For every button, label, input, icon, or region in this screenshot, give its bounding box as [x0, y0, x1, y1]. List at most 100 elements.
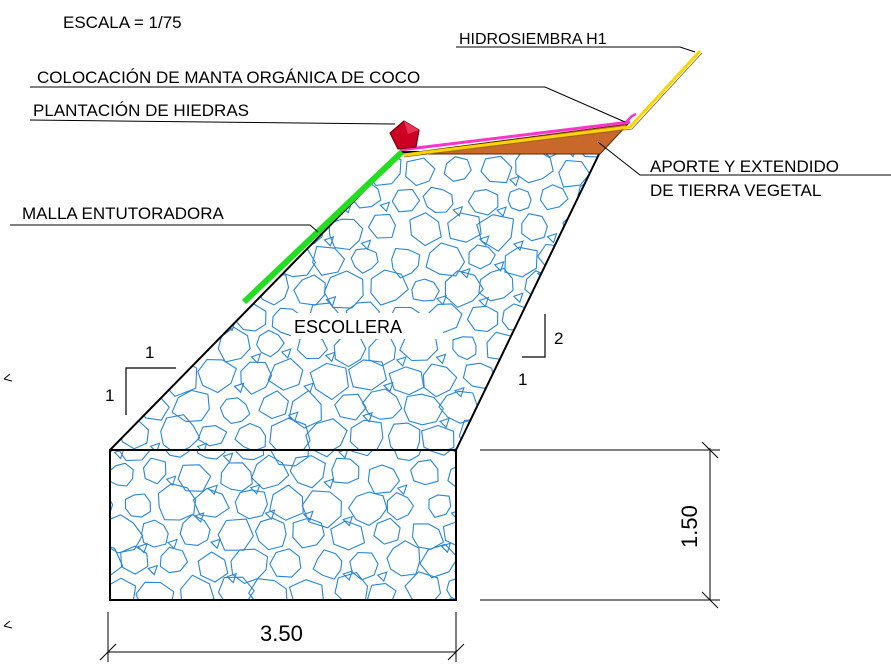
stone-shape [601, 396, 628, 420]
stone-shape [269, 484, 304, 521]
stone-shape [110, 577, 137, 600]
stone-shape [157, 483, 197, 521]
edge-mark-top [3, 373, 11, 380]
stone-shape [515, 448, 549, 450]
stone-shape [138, 156, 167, 182]
dim-width-tick-left [99, 643, 117, 661]
manta-coco-line [399, 120, 631, 152]
stone-shape [142, 457, 167, 485]
tierra-vegetal-wedge [401, 123, 630, 155]
stone-shape [391, 188, 421, 213]
slope-left-vertical: 1 [105, 386, 114, 405]
stone-shape [373, 517, 401, 545]
stone-shape [349, 419, 384, 450]
stone-shape [160, 414, 201, 450]
label-malla: MALLA ENTUTORADORA [22, 204, 225, 223]
stone-shape [386, 540, 421, 577]
stone-shape [367, 464, 401, 495]
stone-shape [478, 267, 514, 302]
stone-shape [348, 491, 388, 526]
stone-shape [428, 303, 463, 334]
stone-shape [597, 277, 600, 302]
escollera-hatch-upper [110, 152, 654, 481]
escollera-hatch-base [110, 450, 503, 642]
stone-shape [236, 247, 269, 279]
stone-shape [270, 450, 309, 467]
hidrosiembra-line [403, 49, 702, 157]
stone-shape [480, 155, 513, 184]
stone-shape [611, 185, 646, 217]
stone-chip [303, 382, 314, 394]
stone-chip [323, 478, 335, 490]
stone-shape [599, 216, 600, 247]
stone-chip [342, 570, 354, 581]
stone-chip [196, 442, 208, 450]
hiedra-marker-shade [404, 121, 419, 134]
stone-chip [379, 201, 391, 213]
stone-chip [612, 269, 621, 278]
stone-shape [507, 188, 532, 212]
stone-shape [260, 211, 293, 242]
stone-shape [580, 248, 600, 277]
stone-shape [252, 155, 286, 181]
stone-chip [608, 441, 617, 450]
stone-shape [110, 462, 134, 487]
stone-chip [170, 356, 182, 368]
malla-entutoradora-line [241, 149, 405, 305]
stone-chip [264, 509, 276, 521]
stone-shape [110, 421, 114, 450]
stone-chip [226, 572, 238, 584]
stone-shape [197, 425, 228, 447]
stone-chip [494, 633, 503, 642]
stone-chip [496, 206, 507, 218]
stone-shape [476, 214, 515, 252]
stone-chip [626, 237, 635, 246]
stone-chip [645, 440, 654, 449]
label-aporte-line1: APORTE Y EXTENDIDO [650, 157, 839, 176]
stone-shape [330, 158, 360, 183]
stone-chip [376, 571, 388, 583]
stone-shape [461, 492, 498, 522]
stone-shape [240, 361, 273, 395]
stone-shape [515, 152, 554, 184]
stone-shape [186, 272, 211, 299]
stone-shape [520, 391, 558, 429]
stone-shape [178, 157, 210, 188]
stone-shape [312, 245, 346, 276]
stone-chip [117, 263, 129, 275]
stone-shape [110, 242, 122, 272]
stone-shape [120, 545, 149, 575]
stone-shape [134, 333, 176, 369]
stone-shape [220, 462, 253, 492]
stone-shape [577, 421, 600, 448]
stone-shape [269, 548, 302, 578]
stone-shape [457, 610, 496, 640]
stone-chip [546, 232, 558, 244]
stone-shape [135, 581, 175, 600]
leader-hidrosiembra [456, 46, 696, 53]
stone-shape [350, 450, 374, 457]
stone-chip [171, 605, 180, 614]
stone-shape [154, 152, 193, 158]
stone-shape [334, 393, 367, 421]
stone-chip [193, 512, 205, 524]
stone-chip [111, 152, 123, 156]
stone-shape [217, 326, 251, 363]
stone-chip [360, 239, 372, 251]
stone-shape [110, 275, 135, 309]
stone-chip [452, 206, 464, 217]
leader-manta [30, 86, 626, 123]
stone-shape [521, 213, 548, 242]
stone-chip [439, 417, 451, 429]
stone-shape [393, 450, 422, 462]
stone-shape [289, 455, 326, 489]
stone-chip [634, 472, 643, 481]
stone-shape [171, 389, 210, 423]
stone-shape [217, 518, 254, 551]
stone-chip [470, 470, 479, 479]
stone-shape [110, 152, 113, 154]
hiedra-marker [389, 120, 420, 150]
stone-shape [504, 246, 538, 278]
stone-chip [192, 268, 203, 279]
stone-shape [312, 615, 338, 637]
